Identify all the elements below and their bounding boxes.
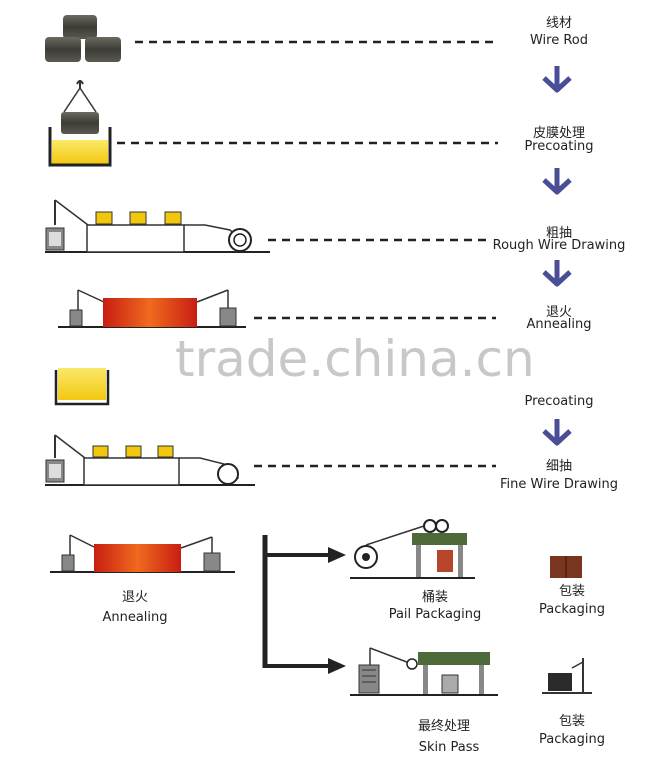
step-label-en: Wire Rod (529, 33, 589, 48)
annealing-furnace-icon (50, 534, 235, 573)
wire-coils-icon (45, 15, 121, 62)
down-arrow-icon (542, 66, 572, 93)
down-arrow-icon (542, 260, 572, 287)
annealing-label-zh: 退火 (121, 590, 148, 605)
packaging-label-zh: 包装 (558, 714, 585, 729)
dip-tank-icon (54, 368, 110, 406)
down-arrow-icon (542, 168, 572, 195)
skin-pass-label-en: Skin Pass (418, 740, 480, 755)
step-label-zh: 退火 (545, 305, 572, 320)
packaging-label-en: Packaging (539, 602, 605, 617)
step-label-en: Precoating (524, 139, 594, 154)
dip-tank-icon (48, 80, 112, 167)
pail-packer-icon (350, 519, 475, 579)
watermark-text: trade.china.cn (175, 330, 535, 388)
step-label-en: Precoating (524, 394, 594, 409)
step-label-zh: 粗抽 (545, 226, 572, 241)
skin-pass-press-icon (350, 647, 498, 696)
pallet-packaging-icon (542, 658, 592, 694)
annealing-label-en: Annealing (102, 610, 168, 625)
down-arrow-icon (542, 419, 572, 446)
step-label-en: Rough Wire Drawing (492, 238, 626, 253)
pail-label-en: Pail Packaging (388, 607, 482, 622)
package-box-icon (550, 556, 582, 578)
step-label-zh: 细抽 (545, 459, 572, 474)
packaging-label-zh: 包装 (558, 584, 585, 599)
step-label-en: Annealing (526, 317, 592, 332)
step-label-zh: 线材 (545, 16, 572, 31)
skin-pass-label-zh: 最终处理 (417, 719, 470, 734)
branch-connector (262, 535, 346, 674)
drawing-machine-icon (45, 434, 255, 486)
step-label-zh: 皮膜处理 (532, 126, 585, 141)
packaging-label-en: Packaging (539, 732, 605, 747)
pail-label-zh: 桶装 (421, 590, 448, 605)
annealing-furnace-icon (58, 289, 246, 328)
step-label-en: Fine Wire Drawing (500, 477, 618, 492)
drawing-machine-icon (45, 199, 270, 253)
